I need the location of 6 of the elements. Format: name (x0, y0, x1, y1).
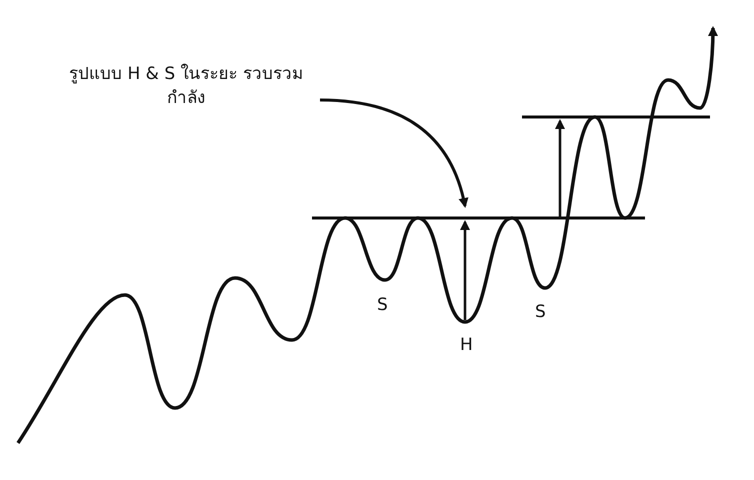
pattern-label: H (460, 334, 473, 357)
pattern-label: S (377, 294, 388, 317)
neckline (312, 216, 645, 220)
leader-arrow (320, 98, 468, 208)
pattern-label: S (535, 301, 546, 324)
annotation-text: รูปแบบ H & S ในระยะ รวบรวมกำลัง (52, 62, 320, 110)
